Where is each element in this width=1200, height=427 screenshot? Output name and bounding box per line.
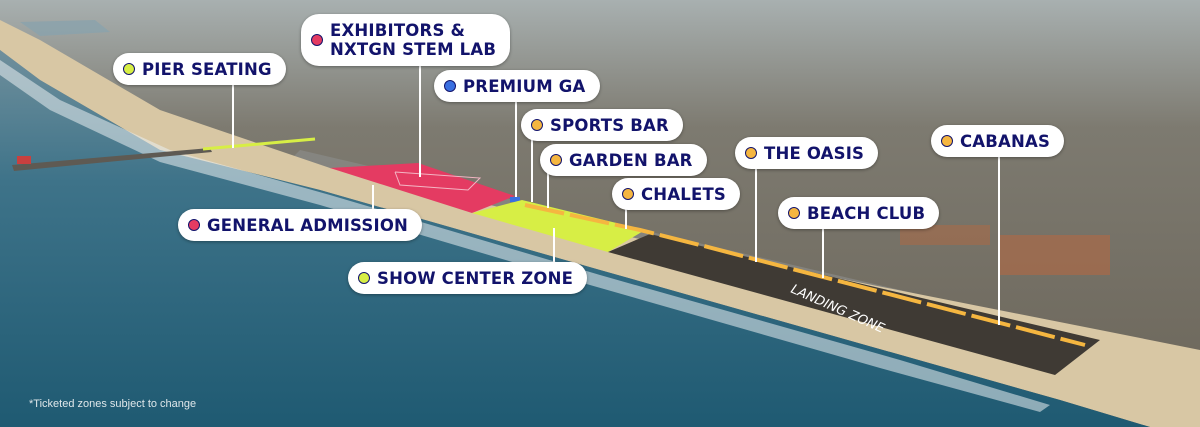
label-text: PREMIUM GA: [463, 76, 586, 96]
blue-dot-icon: [444, 80, 456, 92]
label-text: SPORTS BAR: [550, 115, 669, 135]
label-exhibitors[interactable]: EXHIBITORS & NXTGN STEM LAB: [301, 14, 511, 66]
orange-dot-icon: [550, 154, 562, 166]
lime-dot-icon: [358, 272, 370, 284]
label-chalets[interactable]: CHALETS: [612, 178, 741, 210]
label-sports-bar[interactable]: SPORTS BAR: [521, 109, 683, 141]
label-text: SHOW CENTER ZONE: [377, 268, 574, 288]
footnote: *Ticketed zones subject to change: [29, 398, 197, 410]
label-text: CHALETS: [641, 184, 727, 204]
label-garden-bar[interactable]: GARDEN BAR: [540, 144, 707, 176]
general-admission-pointer: [372, 185, 374, 211]
show-center-pointer: [553, 228, 555, 262]
pink-dot-icon: [188, 219, 200, 231]
exhibitors-pointer: [419, 62, 421, 177]
label-text: GENERAL ADMISSION: [207, 215, 409, 235]
label-text-line2: NXTGN STEM LAB: [330, 40, 497, 59]
beach-club-pointer: [822, 226, 824, 278]
pink-dot-icon: [311, 34, 323, 46]
premium-ga-pointer: [515, 97, 517, 197]
label-text: GARDEN BAR: [569, 150, 693, 170]
label-text-line1: EXHIBITORS &: [330, 21, 466, 40]
label-text: THE OASIS: [764, 143, 865, 163]
garden-bar-pointer: [547, 172, 549, 208]
the-oasis-pointer: [755, 166, 757, 262]
label-premium-ga[interactable]: PREMIUM GA: [434, 70, 600, 102]
pier-seating-pointer: [232, 82, 234, 148]
label-cabanas[interactable]: CABANAS: [931, 125, 1065, 157]
lime-dot-icon: [123, 63, 135, 75]
label-text: BEACH CLUB: [807, 203, 926, 223]
orange-dot-icon: [788, 207, 800, 219]
cabanas-pointer: [998, 153, 1000, 325]
label-text: CABANAS: [960, 131, 1051, 151]
sports-bar-pointer: [531, 137, 533, 202]
label-the-oasis[interactable]: THE OASIS: [735, 137, 879, 169]
orange-dot-icon: [531, 119, 543, 131]
label-general-admission[interactable]: GENERAL ADMISSION: [178, 209, 423, 241]
label-text: PIER SEATING: [142, 59, 272, 79]
label-beach-club[interactable]: BEACH CLUB: [778, 197, 940, 229]
orange-dot-icon: [941, 135, 953, 147]
label-pier-seating[interactable]: PIER SEATING: [113, 53, 286, 85]
orange-dot-icon: [622, 188, 634, 200]
chalets-pointer: [625, 207, 627, 229]
orange-dot-icon: [745, 147, 757, 159]
label-show-center-zone[interactable]: SHOW CENTER ZONE: [348, 262, 588, 294]
